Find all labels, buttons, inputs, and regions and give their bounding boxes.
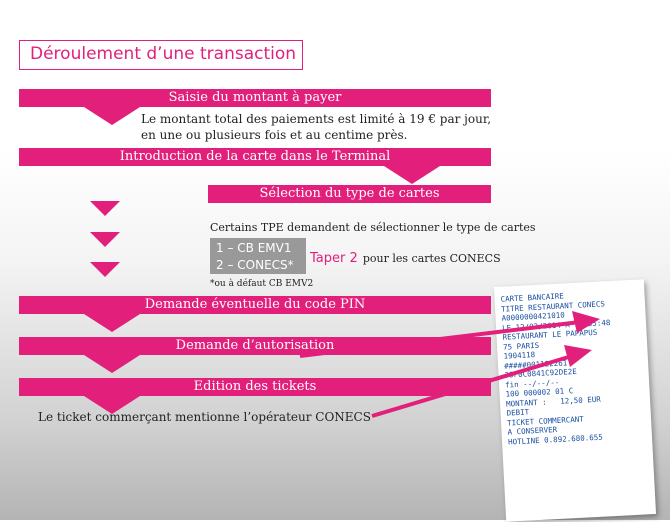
tpe-select-note: Certains TPE demandent de sélectionner l… bbox=[210, 221, 536, 234]
step-arrow bbox=[84, 355, 140, 373]
step-pin-request: Demande éventuelle du code PIN bbox=[19, 296, 491, 314]
step-arrow bbox=[84, 396, 140, 414]
option-cb-emv1: 1 – CB EMV1 bbox=[216, 241, 292, 255]
step-arrow bbox=[84, 107, 140, 125]
step-card-type: Sélection du type de cartes bbox=[208, 185, 491, 203]
option-conecs: 2 – CONECS* bbox=[216, 258, 294, 272]
step-card-insert: Introduction de la carte dans le Termina… bbox=[19, 148, 491, 166]
arrow-head bbox=[564, 345, 592, 367]
arrow-to-conecs-line bbox=[299, 320, 581, 358]
step-amount-entry: Saisie du montant à payer bbox=[19, 89, 491, 107]
arrow-head bbox=[572, 311, 600, 333]
default-note: *ou à défaut CB EMV2 bbox=[210, 279, 314, 289]
card-type-options: 1 – CB EMV1 2 – CONECS* bbox=[210, 238, 306, 274]
limit-note-line2: en une ou plusieurs fois et au centime p… bbox=[141, 128, 408, 142]
step-arrow bbox=[384, 166, 440, 184]
step-authorization: Demande d’autorisation bbox=[19, 337, 491, 355]
step-arrow bbox=[84, 314, 140, 332]
taper-rest: pour les cartes CONECS bbox=[362, 252, 501, 265]
diagram-title: Déroulement d’une transaction bbox=[19, 40, 303, 70]
taper-instruction: Taper 2 pour les cartes CONECS bbox=[310, 247, 501, 266]
limit-note-line1: Le montant total des paiements est limit… bbox=[141, 112, 492, 126]
arrow-to-operator-line bbox=[371, 354, 573, 418]
ticket-note: Le ticket commerçant mentionne l’opérate… bbox=[38, 410, 371, 424]
down-arrow bbox=[90, 262, 120, 277]
step-ticket-printing: Edition des tickets bbox=[19, 378, 491, 396]
taper-highlight: Taper 2 bbox=[310, 251, 358, 266]
down-arrow bbox=[90, 232, 120, 247]
down-arrow bbox=[90, 201, 120, 216]
